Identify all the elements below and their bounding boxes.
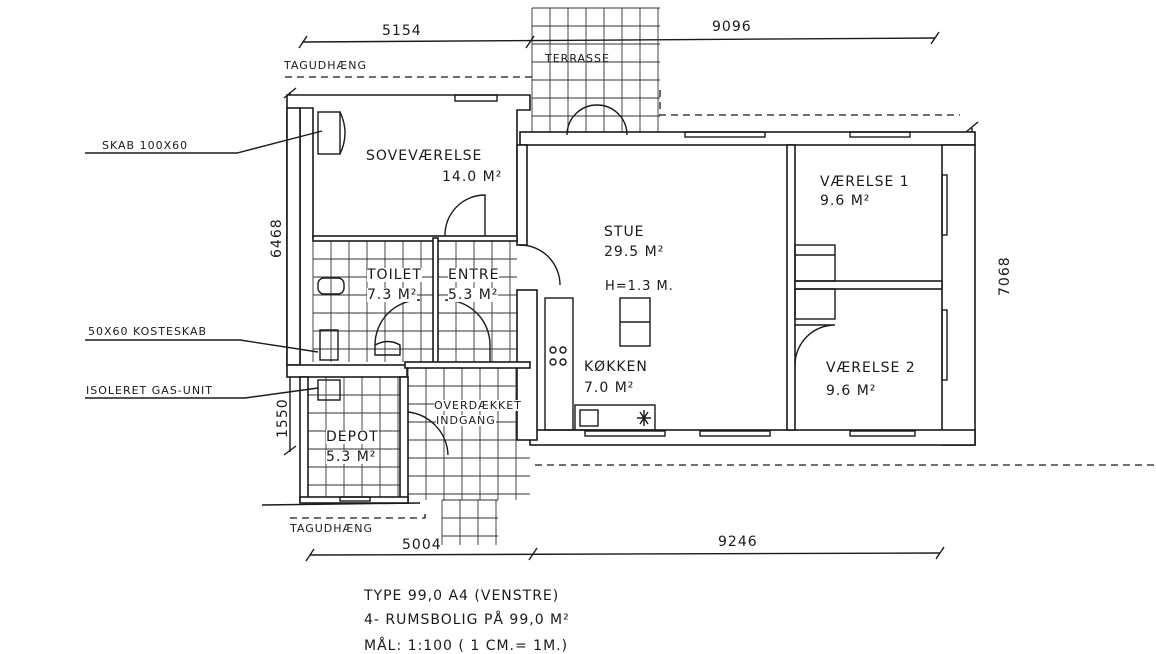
entrance-label: ENTRE	[448, 267, 500, 283]
dimension-bottom-right: 9246	[718, 534, 758, 550]
dimension-left-lower: 1550	[275, 398, 291, 438]
walls	[286, 94, 976, 504]
living-room-label: STUE	[604, 224, 645, 240]
ceiling-height-label: H=1.3 M.	[605, 279, 674, 294]
dimension-top-right: 9096	[712, 19, 752, 35]
bedroom-label: SOVEVÆRELSE	[366, 148, 483, 164]
entrance-area: 5.3 M²	[448, 287, 499, 303]
toilet-label: TOILET	[367, 267, 422, 283]
caption-type: TYPE 99,0 A4 (VENSTRE)	[364, 588, 560, 604]
room2-label: VÆRELSE 2	[826, 360, 916, 376]
room1-area: 9.6 M²	[820, 193, 871, 209]
dimension-top-left: 5154	[382, 23, 422, 39]
cabinet-label: SKAB 100X60	[102, 139, 189, 152]
caption-description: 4- RUMSBOLIG PÅ 99,0 M²	[364, 612, 570, 628]
windows	[339, 94, 948, 502]
covered-entry-label-2: INDGANG	[436, 414, 496, 427]
dimension-right: 7068	[997, 256, 1013, 296]
storage-label: DEPOT	[326, 429, 379, 445]
terrace-tiles	[531, 7, 660, 132]
toilet-area: 7.3 M²	[367, 287, 418, 303]
covered-entry-label: OVERDÆKKET	[434, 399, 522, 412]
gas-unit-label: ISOLERET GAS-UNIT	[86, 384, 214, 397]
roof-overhang-label-top: TAGUDHÆNG	[284, 59, 367, 72]
dimension-bottom-left: 5004	[402, 537, 442, 553]
broom-closet-label: 50X60 KOSTESKAB	[88, 325, 208, 338]
living-room-area: 29.5 M²	[604, 244, 665, 260]
kitchen-area: 7.0 M²	[584, 380, 635, 396]
dimension-left-upper: 6468	[269, 218, 285, 258]
room1-label: VÆRELSE 1	[820, 174, 910, 190]
storage-area: 5.3 M²	[326, 449, 377, 465]
terrace-label: TERRASSE	[545, 52, 610, 65]
room2-area: 9.6 M²	[826, 383, 877, 399]
bedroom-area: 14.0 M²	[442, 169, 503, 185]
kitchen-label: KØKKEN	[584, 359, 648, 375]
caption-scale: MÅL: 1:100 ( 1 CM.= 1M.)	[364, 638, 569, 654]
roof-overhang-label-bottom: TAGUDHÆNG	[290, 522, 373, 535]
